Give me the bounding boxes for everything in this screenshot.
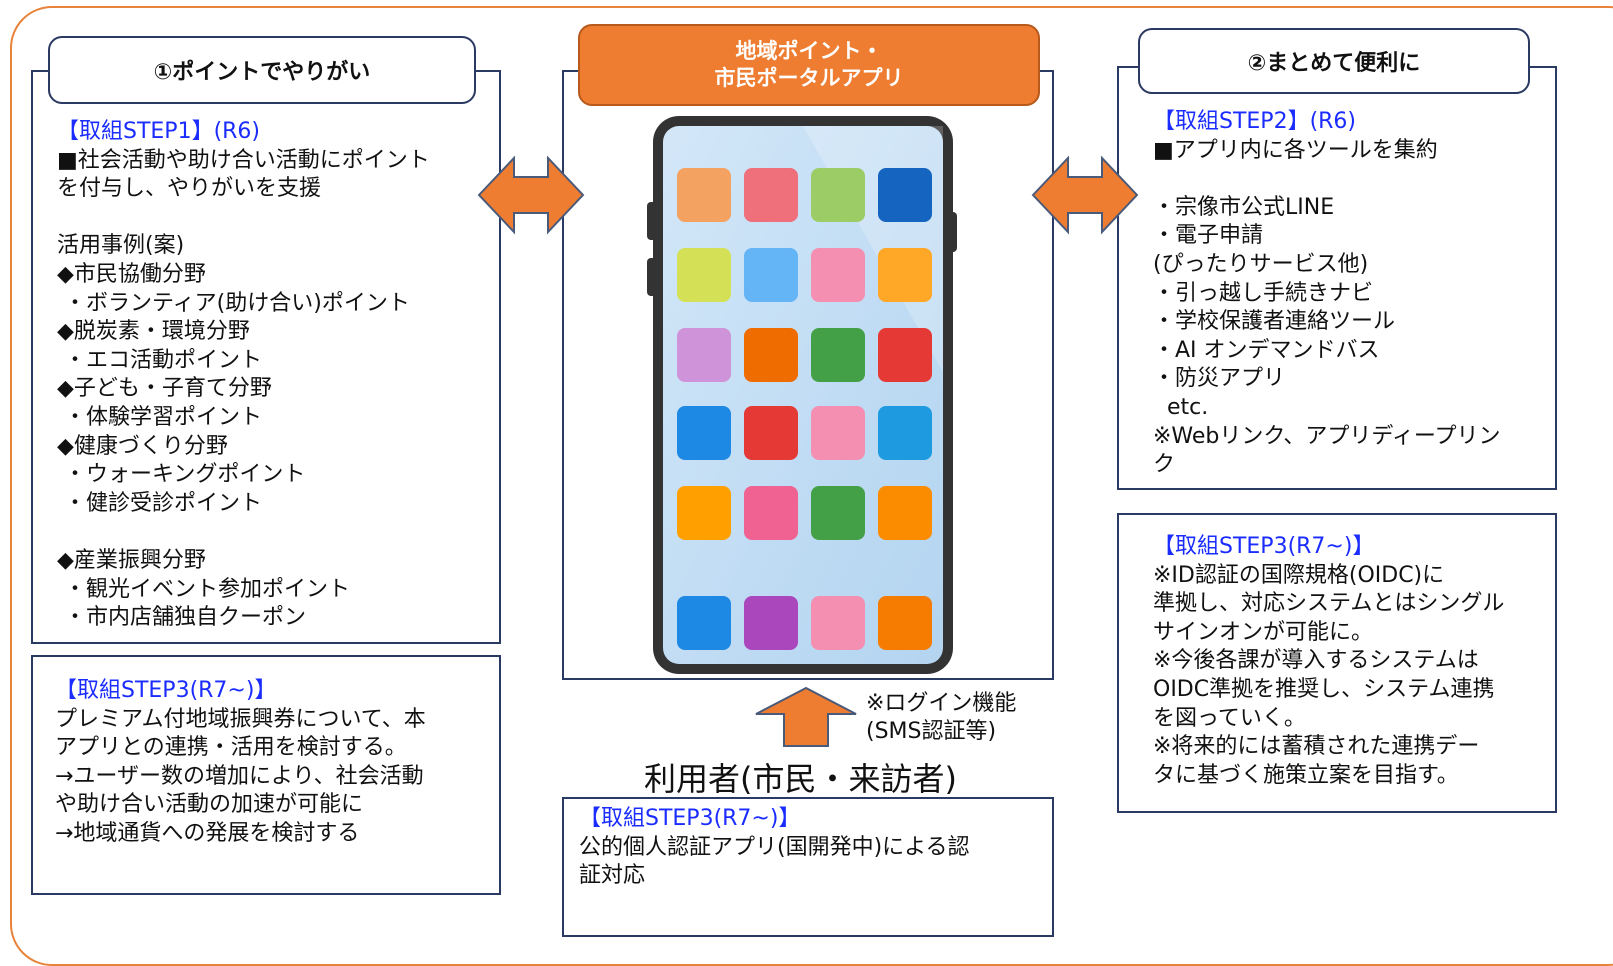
right-header-tab: ②まとめて便利に bbox=[1138, 28, 1530, 94]
app-icon bbox=[677, 248, 731, 302]
left-bottom-body: プレミアム付地域振興券について、本 アプリとの連携・活用を検討する。 →ユーザー… bbox=[55, 706, 426, 846]
smartphone-illustration bbox=[647, 116, 957, 674]
app-icon bbox=[811, 168, 865, 222]
right-bottom-panel: 【取組STEP3(R7~)】 ※ID認証の国際規格(OIDC)に 準拠し、対応シ… bbox=[1117, 513, 1557, 813]
bottom-center-step-label: 【取組STEP3(R7~)】 bbox=[579, 806, 801, 831]
app-icon bbox=[811, 406, 865, 460]
right-bottom-body: ※ID認証の国際規格(OIDC)に 準拠し、対応システムとはシングル サインオン… bbox=[1153, 562, 1505, 788]
bottom-center-body: 公的個人認証アプリ(国開発中)による認 証対応 bbox=[579, 834, 970, 889]
login-note: ※ログイン機能 (SMS認証等) bbox=[866, 691, 1017, 744]
right-top-panel: 【取組STEP2】(R6) ■アプリ内に各ツールを集約 ・宗像市公式LINE ・… bbox=[1117, 66, 1557, 490]
app-icon bbox=[878, 406, 932, 460]
right-header-label: ②まとめて便利に bbox=[1247, 51, 1421, 76]
app-icon bbox=[744, 248, 798, 302]
left-top-content: 【取組STEP1】(R6) ■社会活動や助け合い活動にポイント を付与し、やりが… bbox=[57, 118, 430, 633]
app-icon bbox=[744, 596, 798, 650]
up-arrow-icon bbox=[755, 686, 857, 747]
app-icon bbox=[677, 486, 731, 540]
left-top-panel: 【取組STEP1】(R6) ■社会活動や助け合い活動にポイント を付与し、やりが… bbox=[31, 70, 501, 644]
app-icon bbox=[677, 328, 731, 382]
right-double-arrow-icon bbox=[1031, 155, 1139, 235]
app-icon-grid bbox=[677, 168, 932, 650]
left-header-label: ①ポイントでやりがい bbox=[153, 60, 371, 85]
bottom-center-content: 【取組STEP3(R7~)】 公的個人認証アプリ(国開発中)による認 証対応 bbox=[579, 805, 970, 891]
app-icon bbox=[811, 596, 865, 650]
right-top-content: 【取組STEP2】(R6) ■アプリ内に各ツールを集約 ・宗像市公式LINE ・… bbox=[1153, 108, 1501, 480]
app-icon bbox=[744, 328, 798, 382]
left-bottom-step-label: 【取組STEP3(R7~)】 bbox=[55, 678, 277, 703]
app-icon bbox=[811, 328, 865, 382]
app-icon bbox=[878, 486, 932, 540]
app-icon bbox=[811, 248, 865, 302]
app-icon bbox=[878, 168, 932, 222]
user-label: 利用者(市民・来訪者) bbox=[644, 760, 957, 798]
step1-label: 【取組STEP1】(R6) bbox=[57, 119, 261, 144]
app-icon bbox=[878, 328, 932, 382]
bottom-center-panel: 【取組STEP3(R7~)】 公的個人認証アプリ(国開発中)による認 証対応 bbox=[562, 797, 1054, 937]
app-title-line1: 地域ポイント・ bbox=[735, 38, 883, 63]
right-bottom-content: 【取組STEP3(R7~)】 ※ID認証の国際規格(OIDC)に 準拠し、対応シ… bbox=[1153, 533, 1504, 790]
app-icon bbox=[744, 486, 798, 540]
step2-label: 【取組STEP2】(R6) bbox=[1153, 109, 1357, 134]
right-top-body: ■アプリ内に各ツールを集約 ・宗像市公式LINE ・電子申請 (ぴったりサービス… bbox=[1153, 137, 1501, 478]
phone-screen bbox=[663, 126, 943, 664]
app-icon bbox=[878, 248, 932, 302]
app-icon bbox=[677, 596, 731, 650]
app-icon bbox=[744, 168, 798, 222]
app-title-tab: 地域ポイント・ 市民ポータルアプリ bbox=[578, 24, 1040, 106]
app-icon bbox=[677, 406, 731, 460]
left-bottom-panel: 【取組STEP3(R7~)】 プレミアム付地域振興券について、本 アプリとの連携… bbox=[31, 655, 501, 895]
left-header-tab: ①ポイントでやりがい bbox=[48, 36, 476, 104]
app-icon bbox=[744, 406, 798, 460]
left-double-arrow-icon bbox=[477, 155, 585, 235]
app-title-line2: 市民ポータルアプリ bbox=[714, 66, 904, 90]
left-bottom-content: 【取組STEP3(R7~)】 プレミアム付地域振興券について、本 アプリとの連携… bbox=[55, 677, 426, 849]
left-top-body: ■社会活動や助け合い活動にポイント を付与し、やりがいを支援 活用事例(案) ◆… bbox=[57, 147, 430, 631]
app-icon bbox=[878, 596, 932, 650]
right-bottom-step-label: 【取組STEP3(R7~)】 bbox=[1153, 534, 1375, 559]
app-icon bbox=[677, 168, 731, 222]
app-icon bbox=[811, 486, 865, 540]
